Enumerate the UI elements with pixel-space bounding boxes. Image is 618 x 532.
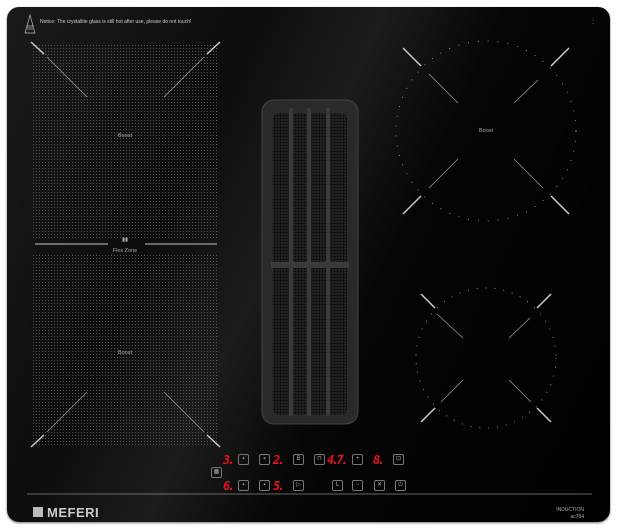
flex-zone-label: Flex Zone bbox=[112, 248, 138, 254]
hood-button[interactable]: ⊓ bbox=[314, 454, 325, 465]
brand-logo-icon bbox=[33, 507, 43, 517]
downdraft-vent bbox=[261, 99, 359, 425]
right-top-boost-label: Boost bbox=[478, 128, 494, 134]
induction-hob: Notice: The crystallite glass is still h… bbox=[7, 7, 610, 522]
right-top-zone bbox=[395, 40, 577, 222]
zone-markers-left bbox=[30, 41, 221, 448]
lock-button[interactable]: ⊡ bbox=[393, 454, 404, 465]
pause-button[interactable]: ▷ bbox=[293, 480, 304, 491]
brand-name: MEFERI bbox=[47, 505, 100, 520]
flex-zone-icon[interactable]: ▮▮ bbox=[121, 237, 129, 243]
product-type: INDUCTION bbox=[556, 507, 584, 513]
plus-button[interactable]: + bbox=[352, 454, 363, 465]
timer-display: 8. bbox=[373, 453, 385, 467]
cancel-button[interactable]: ✕ bbox=[374, 480, 385, 491]
zone-select-button[interactable]: ▪ bbox=[238, 454, 249, 465]
hob-artwork bbox=[24, 13, 592, 495]
flex-zone-top bbox=[33, 44, 218, 239]
timer-button[interactable]: L bbox=[332, 480, 343, 491]
menu-button[interactable]: ▦ bbox=[211, 467, 222, 478]
zone-select-button[interactable]: ▪ bbox=[259, 480, 270, 491]
right-bottom-zone bbox=[415, 287, 557, 429]
safety-notice: Notice: The crystallite glass is still h… bbox=[40, 19, 192, 25]
boost-button[interactable]: B bbox=[293, 454, 304, 465]
zone-select-button[interactable]: ▪ bbox=[238, 480, 249, 491]
level-display: 4.7. bbox=[327, 453, 348, 467]
top-right-symbol: ⫶ bbox=[592, 17, 594, 26]
zone-display: 5. bbox=[273, 479, 285, 493]
zone-guides-right bbox=[428, 73, 544, 403]
zone-display: 3. bbox=[223, 453, 235, 467]
zone-display: 6. bbox=[223, 479, 235, 493]
zone-select-button[interactable]: ▪ bbox=[259, 454, 270, 465]
minus-button[interactable]: − bbox=[352, 480, 363, 491]
left-top-boost-label: Boost bbox=[117, 133, 133, 139]
product-label: INDUCTION ac784 bbox=[556, 507, 584, 521]
product-model: ac784 bbox=[570, 514, 584, 520]
left-bottom-boost-label: Boost bbox=[117, 350, 133, 356]
hot-warning-icon bbox=[24, 13, 36, 34]
zone-markers-right bbox=[402, 47, 570, 423]
power-button[interactable]: ⏻ bbox=[395, 480, 406, 491]
zone-guides-left bbox=[46, 56, 205, 433]
zone-display: 2. bbox=[273, 453, 285, 467]
